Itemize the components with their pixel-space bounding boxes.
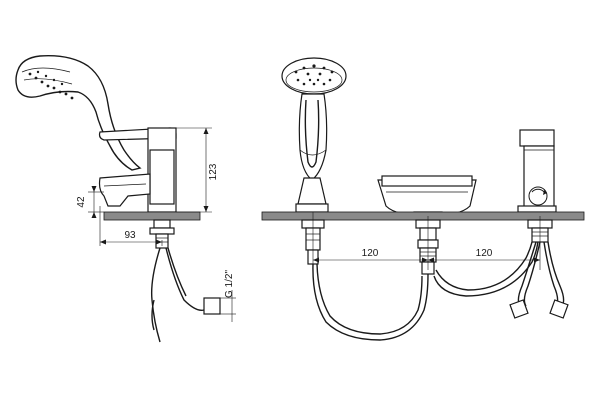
- thread-connector: [203, 297, 221, 315]
- dimension-42: 42: [76, 186, 104, 218]
- supply-hose: [150, 247, 161, 343]
- hose-end-right: [549, 299, 569, 319]
- mixer-front: [517, 129, 557, 213]
- side-view: 123 42 93 G 1/2": [15, 55, 236, 343]
- dimension-120-right: 120: [428, 248, 540, 263]
- supply-hose-left: [517, 241, 537, 307]
- spout: [98, 173, 151, 207]
- dimension-label-depth-spout: 93: [124, 230, 136, 241]
- deck-right: [261, 211, 585, 221]
- dimension-label-height-total: 123: [208, 163, 219, 180]
- nozzle-dots: [28, 70, 74, 100]
- dimension-label-thread: G 1/2": [224, 270, 235, 298]
- dimension-label-spacing-left: 120: [362, 248, 379, 259]
- deck-left: [103, 211, 201, 221]
- dimension-93: 93: [99, 206, 163, 246]
- dimension-120-left: 120: [313, 248, 428, 263]
- hand-shower-side: [15, 55, 142, 171]
- front-view: 120 120: [261, 57, 585, 341]
- dimension-label-spacing-right: 120: [476, 248, 493, 259]
- dimension-label-height-spout: 42: [76, 196, 87, 208]
- dimension-thread: G 1/2": [220, 270, 236, 322]
- connecting-hose: [433, 241, 539, 297]
- dimension-123: 123: [176, 127, 219, 213]
- diverter-knob: [528, 186, 548, 206]
- hand-shower-front: [281, 57, 347, 181]
- shower-hose: [312, 263, 429, 341]
- hose-end-left: [509, 299, 529, 319]
